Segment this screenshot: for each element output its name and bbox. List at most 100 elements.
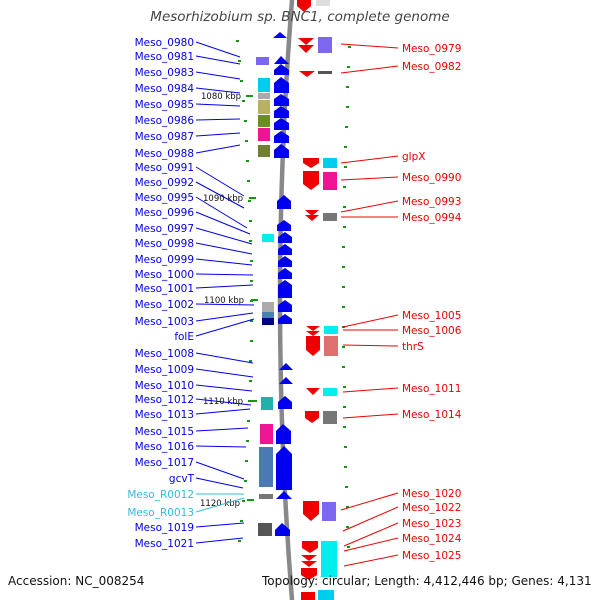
gene-label[interactable]: Meso_1017 xyxy=(135,457,194,469)
label-leader-line xyxy=(195,368,254,378)
gene-label[interactable]: Meso_1005 xyxy=(402,310,461,322)
gene-label[interactable]: Meso_0993 xyxy=(402,196,461,208)
label-leader-line xyxy=(195,398,252,406)
gene-label[interactable]: Meso_0987 xyxy=(135,131,194,143)
gene-label[interactable]: Meso_R0012 xyxy=(127,489,194,501)
gene-label[interactable]: Meso_1015 xyxy=(135,426,194,438)
label-leader-line xyxy=(195,71,241,80)
scale-dash xyxy=(247,420,250,422)
gene-label[interactable]: Meso_0998 xyxy=(135,238,194,250)
gene-label[interactable]: Meso_0991 xyxy=(135,162,194,174)
gene-label[interactable]: Meso_1013 xyxy=(135,409,194,421)
label-leader-line xyxy=(342,314,399,328)
gene-label[interactable]: Meso_1022 xyxy=(402,502,461,514)
gene-label[interactable]: thrS xyxy=(402,341,424,353)
gene-label[interactable]: Meso_1023 xyxy=(402,518,461,530)
scale-dash xyxy=(250,320,253,322)
gene-label[interactable]: Meso_1012 xyxy=(135,394,194,406)
gene-label[interactable]: Meso_1016 xyxy=(135,441,195,453)
label-leader-line xyxy=(195,273,254,276)
scale-dash xyxy=(250,280,253,282)
scale-dash xyxy=(343,406,346,408)
gene-label[interactable]: Meso_0979 xyxy=(402,43,461,55)
cog-box xyxy=(261,397,273,410)
label-leader-line xyxy=(340,65,399,74)
gene-label[interactable]: Meso_1001 xyxy=(135,283,194,295)
gene-label[interactable]: Meso_1008 xyxy=(135,348,194,360)
reverse-gene xyxy=(303,171,319,190)
gene-label[interactable]: Meso_1009 xyxy=(135,364,194,376)
reverse-gene xyxy=(303,158,319,168)
scale-dash xyxy=(238,540,241,542)
gene-label[interactable]: Meso_1024 xyxy=(402,533,462,545)
gene-label[interactable]: Meso_0982 xyxy=(402,61,461,73)
gene-label[interactable]: Meso_1020 xyxy=(402,488,461,500)
forward-gene xyxy=(278,280,292,298)
label-leader-line xyxy=(195,352,254,364)
gene-label[interactable]: Meso_0983 xyxy=(135,67,194,79)
forward-gene xyxy=(279,377,293,384)
gene-label[interactable]: gcvT xyxy=(169,473,195,485)
reverse-gene xyxy=(301,568,317,580)
gene-label[interactable]: Meso_0986 xyxy=(135,115,195,127)
label-leader-line xyxy=(195,132,241,137)
gene-label[interactable]: Meso_0985 xyxy=(135,99,194,111)
gene-label[interactable]: Meso_0988 xyxy=(135,148,194,160)
label-leader-line xyxy=(195,227,253,245)
scale-dash xyxy=(347,546,350,548)
gene-label[interactable]: Meso_0995 xyxy=(135,192,194,204)
gene-label[interactable]: Meso_0996 xyxy=(135,207,195,219)
gene-label[interactable]: Meso_0980 xyxy=(135,37,194,49)
scale-dash xyxy=(249,360,252,362)
reverse-gene xyxy=(306,336,320,356)
label-leader-line xyxy=(195,497,245,513)
scale-dash xyxy=(342,346,345,348)
gene-label[interactable]: Meso_1006 xyxy=(402,325,462,337)
scale-dash xyxy=(248,200,251,202)
scale-dash xyxy=(249,240,252,242)
reverse-gene xyxy=(303,501,319,521)
forward-gene xyxy=(276,424,291,444)
left-gene-labels: Meso_0980Meso_0981Meso_0983Meso_0984Meso… xyxy=(127,37,255,550)
gene-label[interactable]: Meso_R0013 xyxy=(127,507,194,519)
forward-gene xyxy=(276,491,292,499)
scale-dash xyxy=(346,506,349,508)
forward-gene xyxy=(278,268,292,279)
gene-label[interactable]: glpX xyxy=(402,151,425,163)
tick-mark xyxy=(249,197,256,199)
reverse-gene xyxy=(305,210,319,216)
reverse-gene xyxy=(306,388,320,395)
gene-label[interactable]: Meso_1025 xyxy=(402,550,461,562)
tick-mark xyxy=(246,95,253,97)
label-leader-line xyxy=(195,284,254,289)
scale-dash xyxy=(346,106,349,108)
gene-label[interactable]: Meso_1014 xyxy=(402,409,462,421)
gene-label[interactable]: Meso_0999 xyxy=(135,254,194,266)
gene-label[interactable]: Meso_0981 xyxy=(135,51,194,63)
label-leader-line xyxy=(195,55,241,65)
tick-mark xyxy=(250,400,257,402)
gene-label[interactable]: Meso_0984 xyxy=(135,83,195,95)
scale-dashes xyxy=(236,40,351,548)
label-leader-line xyxy=(195,103,241,107)
gene-label[interactable]: Meso_1010 xyxy=(135,380,194,392)
forward-gene xyxy=(273,32,287,38)
gene-label[interactable]: Meso_1019 xyxy=(135,522,194,534)
gene-label[interactable]: Meso_1021 xyxy=(135,538,194,550)
label-leader-line xyxy=(340,200,399,213)
gene-label[interactable]: Meso_0992 xyxy=(135,177,194,189)
reverse-gene xyxy=(305,411,319,423)
gene-label[interactable]: Meso_1003 xyxy=(135,316,194,328)
reverse-gene xyxy=(298,45,314,53)
gene-label[interactable]: folE xyxy=(174,331,194,343)
gene-label[interactable]: Meso_0994 xyxy=(402,212,462,224)
scale-dash xyxy=(244,120,247,122)
gene-label[interactable]: Meso_1002 xyxy=(135,299,194,311)
gene-label[interactable]: Meso_0997 xyxy=(135,223,194,235)
gene-label[interactable]: Meso_1011 xyxy=(402,383,461,395)
scale-dash xyxy=(346,526,349,528)
scale-dash xyxy=(245,140,248,142)
cog-box xyxy=(258,115,270,127)
gene-label[interactable]: Meso_1000 xyxy=(135,269,194,281)
gene-label[interactable]: Meso_0990 xyxy=(402,172,461,184)
